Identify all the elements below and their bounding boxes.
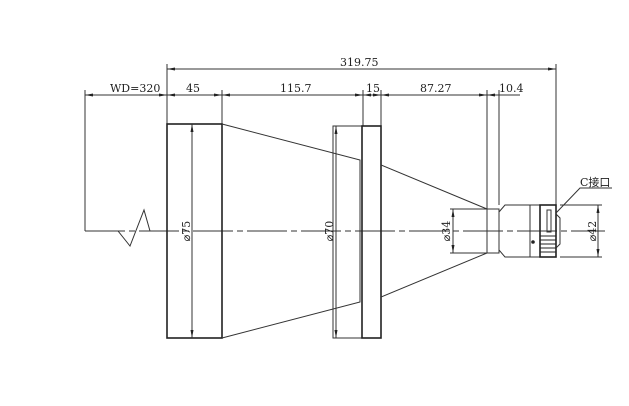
tube-diameter-label: ⌀34 bbox=[440, 221, 453, 242]
mount-callout: C接口 bbox=[555, 176, 612, 214]
diameter-dimensions: ⌀75 ⌀70 ⌀34 ⌀42 bbox=[180, 124, 602, 338]
overall-length-label: 319.75 bbox=[340, 56, 379, 69]
dimension-row: WD=320 45 115.7 15 87.27 10.4 bbox=[84, 82, 524, 231]
front-cone-label: 115.7 bbox=[280, 82, 312, 95]
front-diameter-label: ⌀75 bbox=[180, 221, 193, 242]
wd-label: WD=320 bbox=[110, 82, 160, 95]
flange-diameter-label: ⌀70 bbox=[323, 221, 336, 242]
tube-label: 10.4 bbox=[499, 82, 524, 95]
break-symbol bbox=[85, 208, 165, 247]
overall-dimension: 319.75 bbox=[166, 56, 557, 205]
front-barrel-label: 45 bbox=[186, 82, 200, 95]
mount-label: C接口 bbox=[580, 176, 610, 189]
lens-body bbox=[166, 123, 561, 339]
mount-diameter-label: ⌀42 bbox=[586, 221, 599, 242]
knurl bbox=[540, 235, 556, 253]
flange-label: 15 bbox=[366, 82, 380, 95]
rear-cone-label: 87.27 bbox=[420, 82, 452, 95]
